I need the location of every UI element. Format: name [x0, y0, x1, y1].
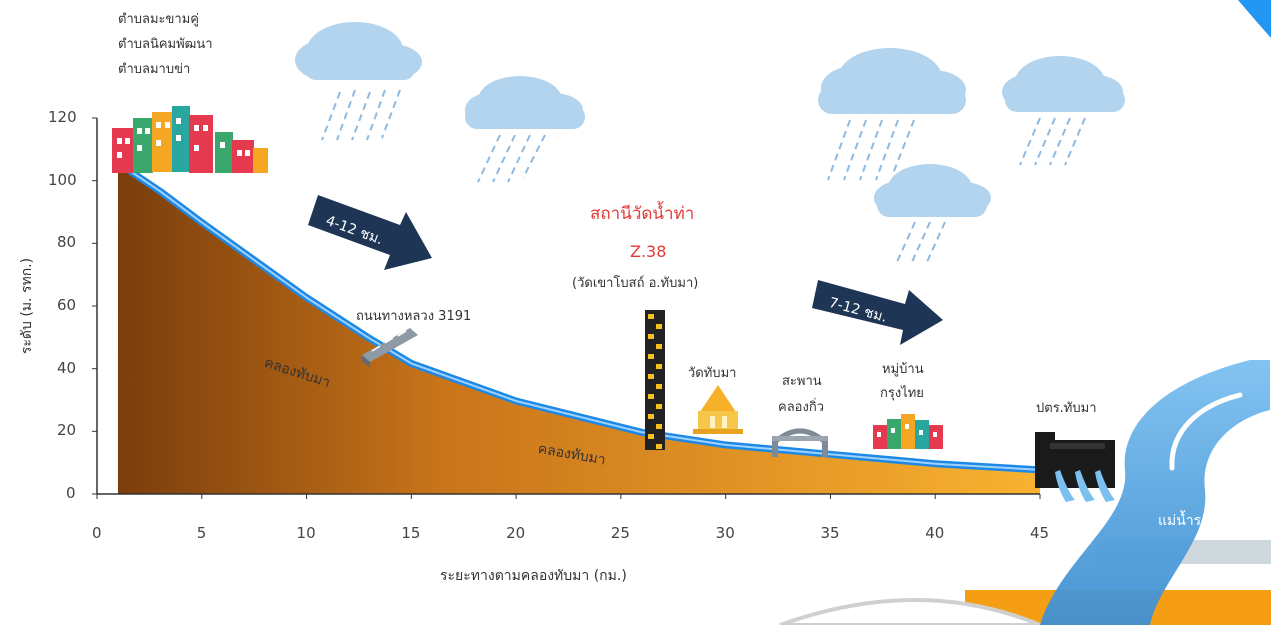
y-tick-label: 120 — [48, 108, 77, 126]
gate-label: ปตร.ทับมา — [1036, 401, 1097, 416]
flow-arrow — [812, 280, 943, 345]
gauge-mark — [656, 344, 662, 349]
gauge-mark — [648, 394, 654, 399]
gauge-mark — [656, 324, 662, 329]
village-icon — [873, 414, 943, 449]
corner-decoration — [1238, 0, 1271, 38]
station-title: สถานีวัดน้ำท่า — [590, 204, 695, 224]
x-tick-label: 5 — [196, 524, 207, 542]
gauge-mark — [656, 364, 662, 369]
bridge-label-1: สะพาน — [782, 374, 822, 389]
flow-arrow — [308, 195, 432, 270]
gauge-mark — [648, 374, 654, 379]
bridge-icon — [772, 428, 828, 457]
gauge-mark — [648, 314, 654, 319]
river-label: แม่น้ำระยอง — [1158, 513, 1233, 529]
bridge-icon — [362, 328, 418, 368]
gauge-mark — [656, 424, 662, 429]
dam-icon — [1035, 432, 1115, 502]
gauge-mark — [648, 354, 654, 359]
station-location: (วัดเขาโบสถ์ อ.ทับมา) — [572, 276, 699, 291]
x-tick-label: 45 — [1030, 524, 1050, 542]
water-highlight — [117, 162, 1041, 471]
rain-icon — [1019, 117, 1086, 166]
x-tick-label: 40 — [925, 524, 945, 542]
temple-icon — [693, 385, 743, 434]
x-tick-label: 35 — [820, 524, 840, 542]
terrain-profile — [116, 159, 1041, 494]
station-code: Z.38 — [630, 242, 667, 261]
gauge-mark — [648, 414, 654, 419]
rain-icon — [827, 119, 915, 181]
bridge-label-2: คลองกิ่ว — [778, 400, 824, 415]
axes — [92, 117, 1041, 499]
x-tick-label: 30 — [715, 524, 735, 542]
y-tick-label: 80 — [57, 233, 77, 252]
x-axis-label: ระยะทางตามคลองทับมา (กม.) — [440, 568, 627, 584]
cloud-icon — [1002, 56, 1125, 112]
gauge-mark — [648, 434, 654, 439]
gauge-mark — [648, 334, 654, 339]
terrain-area — [117, 161, 1040, 494]
x-tick-label: 15 — [401, 524, 421, 542]
gauge-icon — [645, 310, 665, 450]
village-label-b: กรุงไทย — [880, 386, 924, 401]
y-tick-label: 0 — [66, 484, 76, 502]
temple-label: วัดทับมา — [688, 366, 737, 381]
y-tick-label: 100 — [48, 170, 77, 189]
cloud-icon — [465, 76, 585, 129]
x-tick-label: 20 — [506, 524, 526, 542]
village-label-2: ตำบลนิคมพัฒนา — [118, 37, 213, 52]
cloud-icon — [295, 22, 422, 80]
cloud-icon — [818, 48, 966, 114]
rain-icon — [321, 89, 401, 141]
cloud-icon — [874, 164, 991, 217]
road-label: ถนนทางหลวง 3191 — [356, 309, 472, 324]
town-icon — [112, 106, 268, 173]
y-tick-label: 40 — [57, 358, 77, 377]
rain-icon — [896, 221, 946, 263]
y-axis-label: ระดับ (ม. รทก.) — [19, 257, 35, 355]
village-label-1: ตำบลมะขามคู่ — [118, 12, 199, 27]
rain-icon — [477, 134, 546, 183]
y-tick-label: 20 — [57, 421, 77, 440]
river-icon — [1040, 360, 1270, 625]
village-label-3: ตำบลมาบข่า — [118, 62, 191, 77]
gauge-mark — [656, 444, 662, 449]
x-tick-label: 0 — [92, 524, 102, 542]
gauge-mark — [656, 404, 662, 409]
bottom-arc — [779, 598, 1041, 625]
gauge-mark — [656, 384, 662, 389]
y-tick-label: 60 — [57, 296, 77, 314]
x-tick-label: 25 — [610, 524, 630, 542]
village-label-a: หมู่บ้าน — [882, 362, 924, 377]
x-tick-label: 10 — [296, 524, 316, 542]
